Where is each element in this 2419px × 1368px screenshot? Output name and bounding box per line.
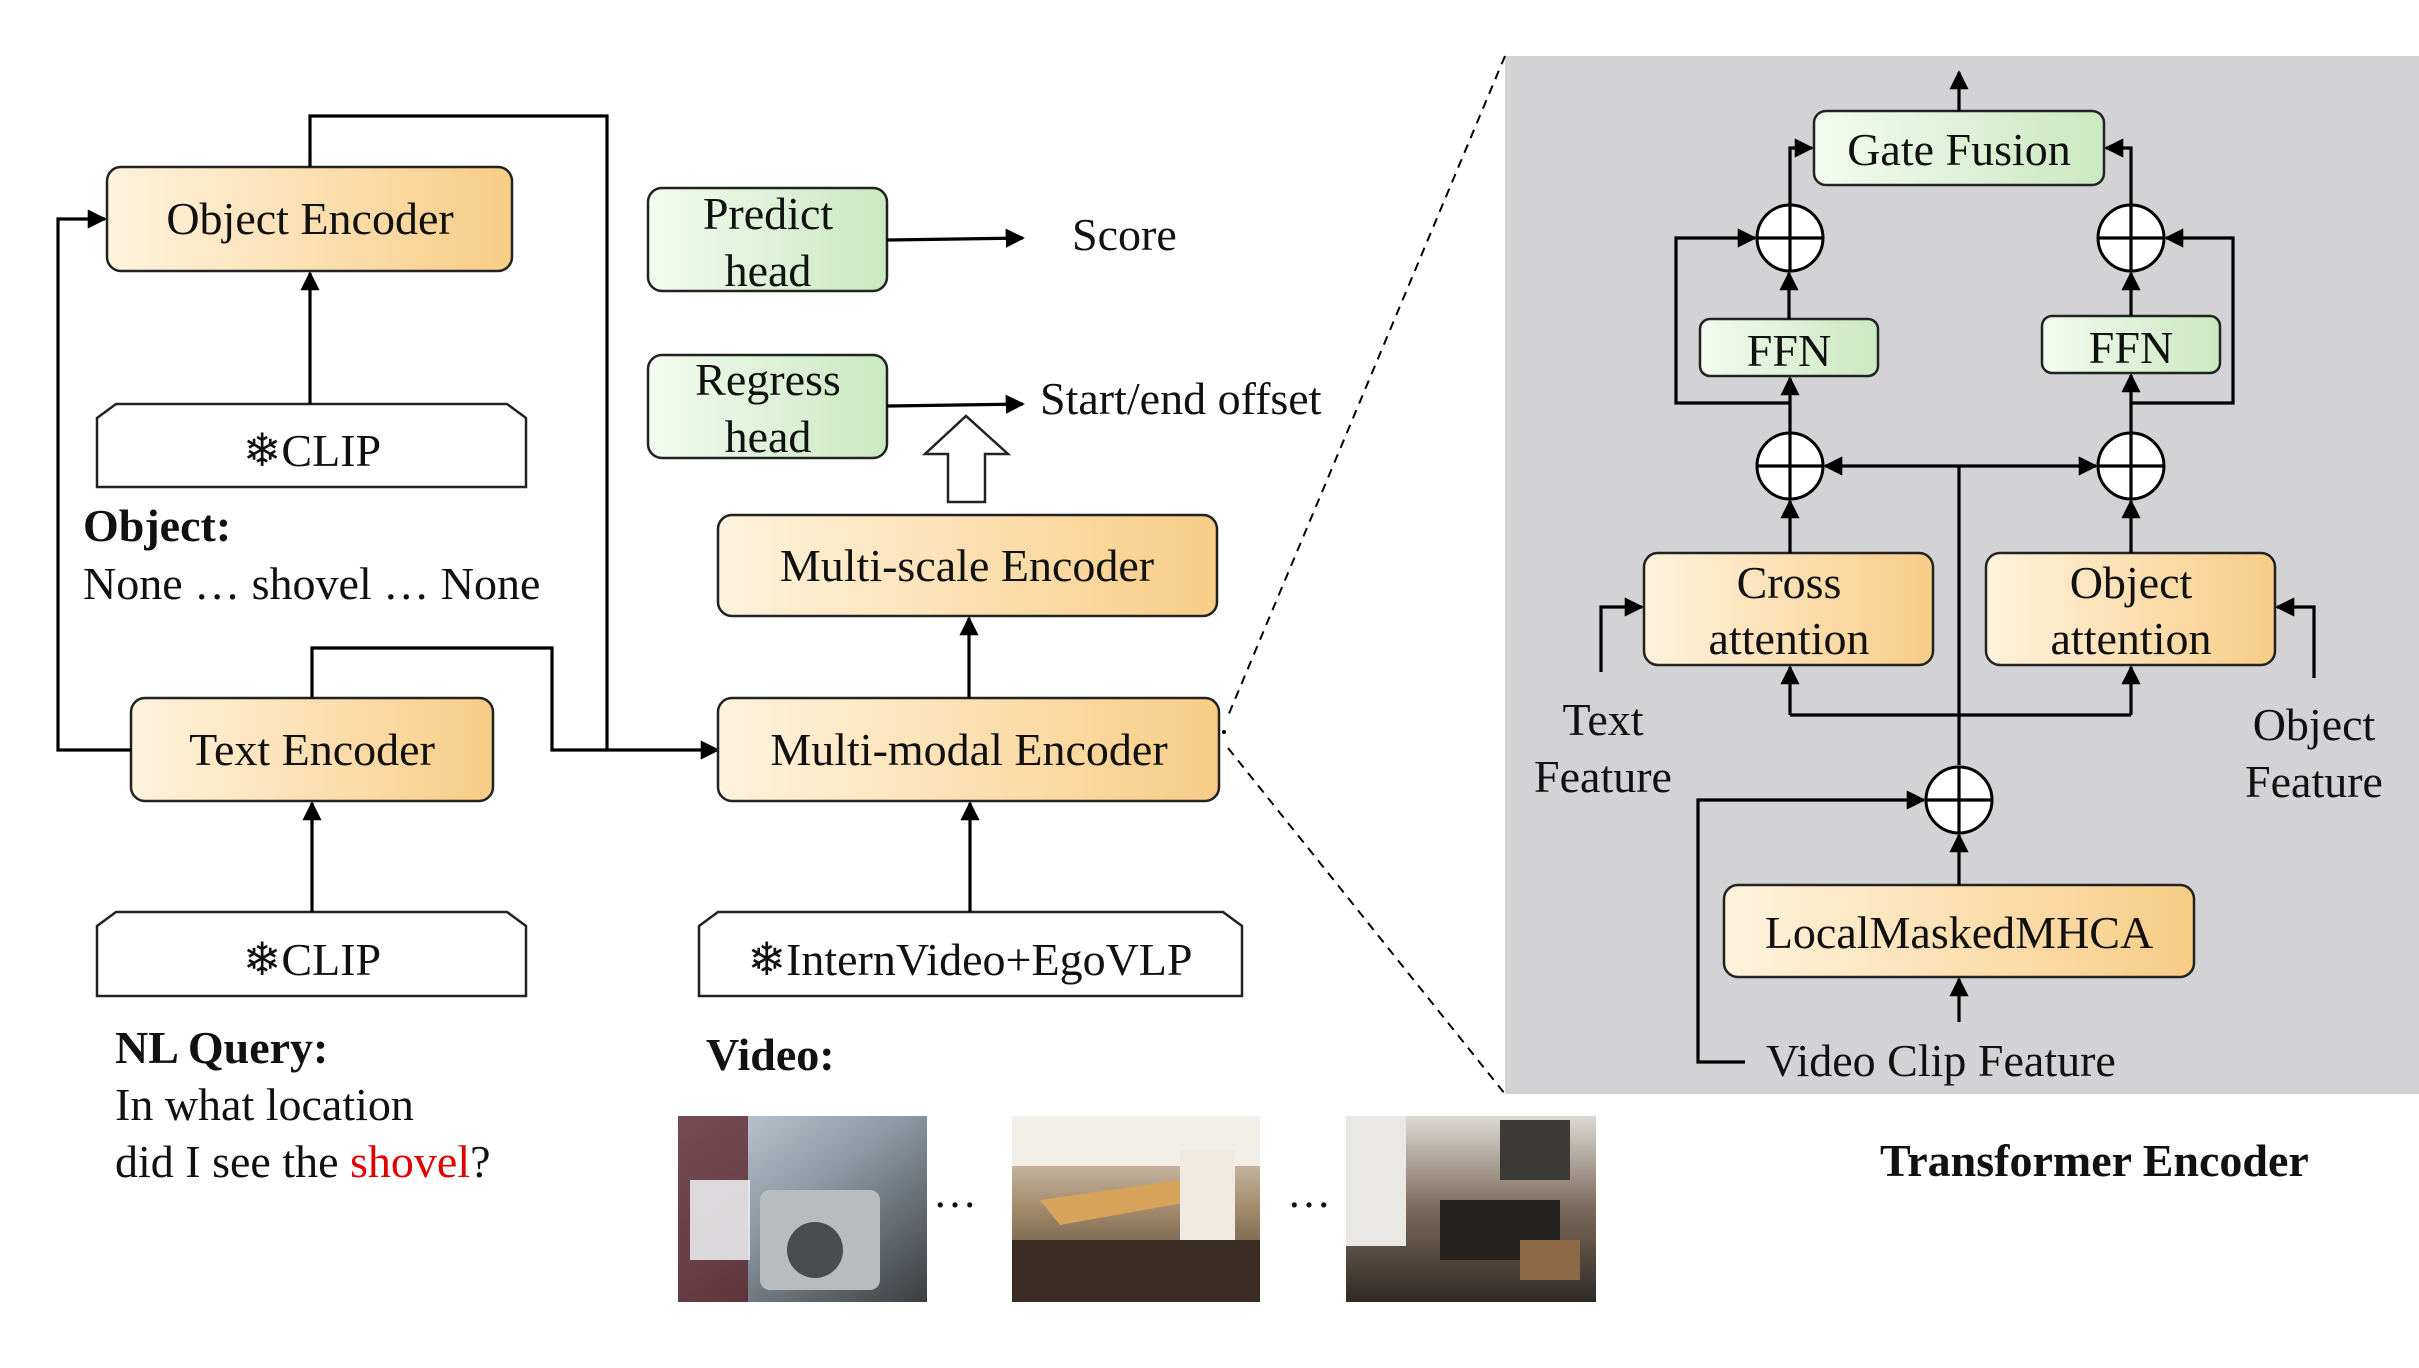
clip-bottom-box (95, 910, 528, 998)
ellipsis-1: … (933, 1168, 977, 1217)
video-backbone-label: ❄InternVideo+EgoVLP (748, 934, 1193, 985)
object-feature-label-1: Object (2253, 699, 2376, 750)
transformer-caption: Transformer Encoder (1880, 1135, 2309, 1186)
wire-predict-to-score (886, 228, 1025, 248)
offset-label: Start/end offset (1040, 373, 1322, 424)
ellipsis-2: … (1287, 1168, 1331, 1217)
regress-head-label-1: Regress (695, 354, 841, 405)
text-feature-label-1: Text (1562, 694, 1643, 745)
multimodal-encoder-label: Multi-modal Encoder (770, 724, 1167, 775)
wire-residual-right (2131, 228, 2235, 405)
wire-regress-to-offset (886, 394, 1025, 414)
video-frame-2 (1012, 1116, 1260, 1302)
plus-top-right (2096, 203, 2166, 273)
wire-text-encoder-to-multimodal (310, 646, 607, 752)
query-line2-prefix: did I see the (115, 1136, 350, 1187)
query-highlight: shovel (350, 1136, 470, 1187)
zoom-line-bottom (1227, 747, 1506, 1095)
regress-head-label-2: head (725, 411, 812, 462)
score-label: Score (1072, 209, 1177, 260)
zoom-anchor (1222, 730, 1226, 734)
plus-mid-right (2096, 431, 2166, 501)
video-title: Video: (706, 1029, 835, 1080)
wire-object-encoder-to-multimodal (308, 114, 720, 760)
ffn-left-label: FFN (1747, 325, 1831, 376)
cross-attention-label-1: Cross (1737, 557, 1842, 608)
wire-video-clip-skip (1696, 790, 1926, 1064)
plus-top-left (1755, 203, 1825, 273)
query-line1: In what location (115, 1079, 414, 1130)
text-feature-label-2: Feature (1534, 751, 1672, 802)
multiscale-encoder-label: Multi-scale Encoder (780, 540, 1154, 591)
wire-residual-left (1674, 228, 1790, 405)
regress-head-box (646, 353, 889, 460)
multiscale-encoder-box (716, 513, 1219, 618)
object-encoder-label: Object Encoder (166, 193, 453, 244)
gate-fusion-label: Gate Fusion (1847, 124, 2071, 175)
text-encoder-label: Text Encoder (189, 724, 435, 775)
object-list: None … shovel … None (83, 558, 540, 609)
wire-plus-right-to-gate (2104, 138, 2133, 205)
query-title: NL Query: (115, 1022, 328, 1073)
clip-bottom-label: ❄CLIP (243, 934, 381, 985)
plus-mid-left (1755, 431, 1825, 501)
object-title: Object: (83, 500, 231, 551)
predict-head-label-2: head (725, 245, 812, 296)
clip-top-box (95, 402, 528, 489)
query-line2: did I see the shovel? (115, 1136, 491, 1187)
video-clip-feature-label: Video Clip Feature (1766, 1035, 2116, 1086)
wire-object-feature-in (2275, 597, 2316, 678)
query-suffix: ? (470, 1136, 490, 1187)
object-attention-label-1: Object (2070, 557, 2193, 608)
object-attention-label-2: attention (2051, 613, 2212, 664)
wire-text-feature-in (1599, 597, 1644, 672)
plus-bottom (1924, 765, 1994, 835)
cross-attention-label-2: attention (1709, 613, 1870, 664)
hollow-up-arrow (921, 414, 1012, 504)
clip-top-label: ❄CLIP (243, 425, 381, 476)
video-backbone-box (697, 910, 1244, 998)
local-masked-label: LocalMaskedMHCA (1765, 907, 2153, 958)
video-frame-3 (1346, 1116, 1596, 1302)
predict-head-label-1: Predict (703, 188, 834, 239)
wire-plus-left-to-gate (1788, 138, 1814, 205)
wire-text-to-object-encoder (56, 209, 131, 752)
object-feature-label-2: Feature (2245, 756, 2383, 807)
video-frame-1 (678, 1116, 927, 1302)
ffn-right-label: FFN (2089, 322, 2173, 373)
zoom-line-top (1227, 55, 1506, 717)
